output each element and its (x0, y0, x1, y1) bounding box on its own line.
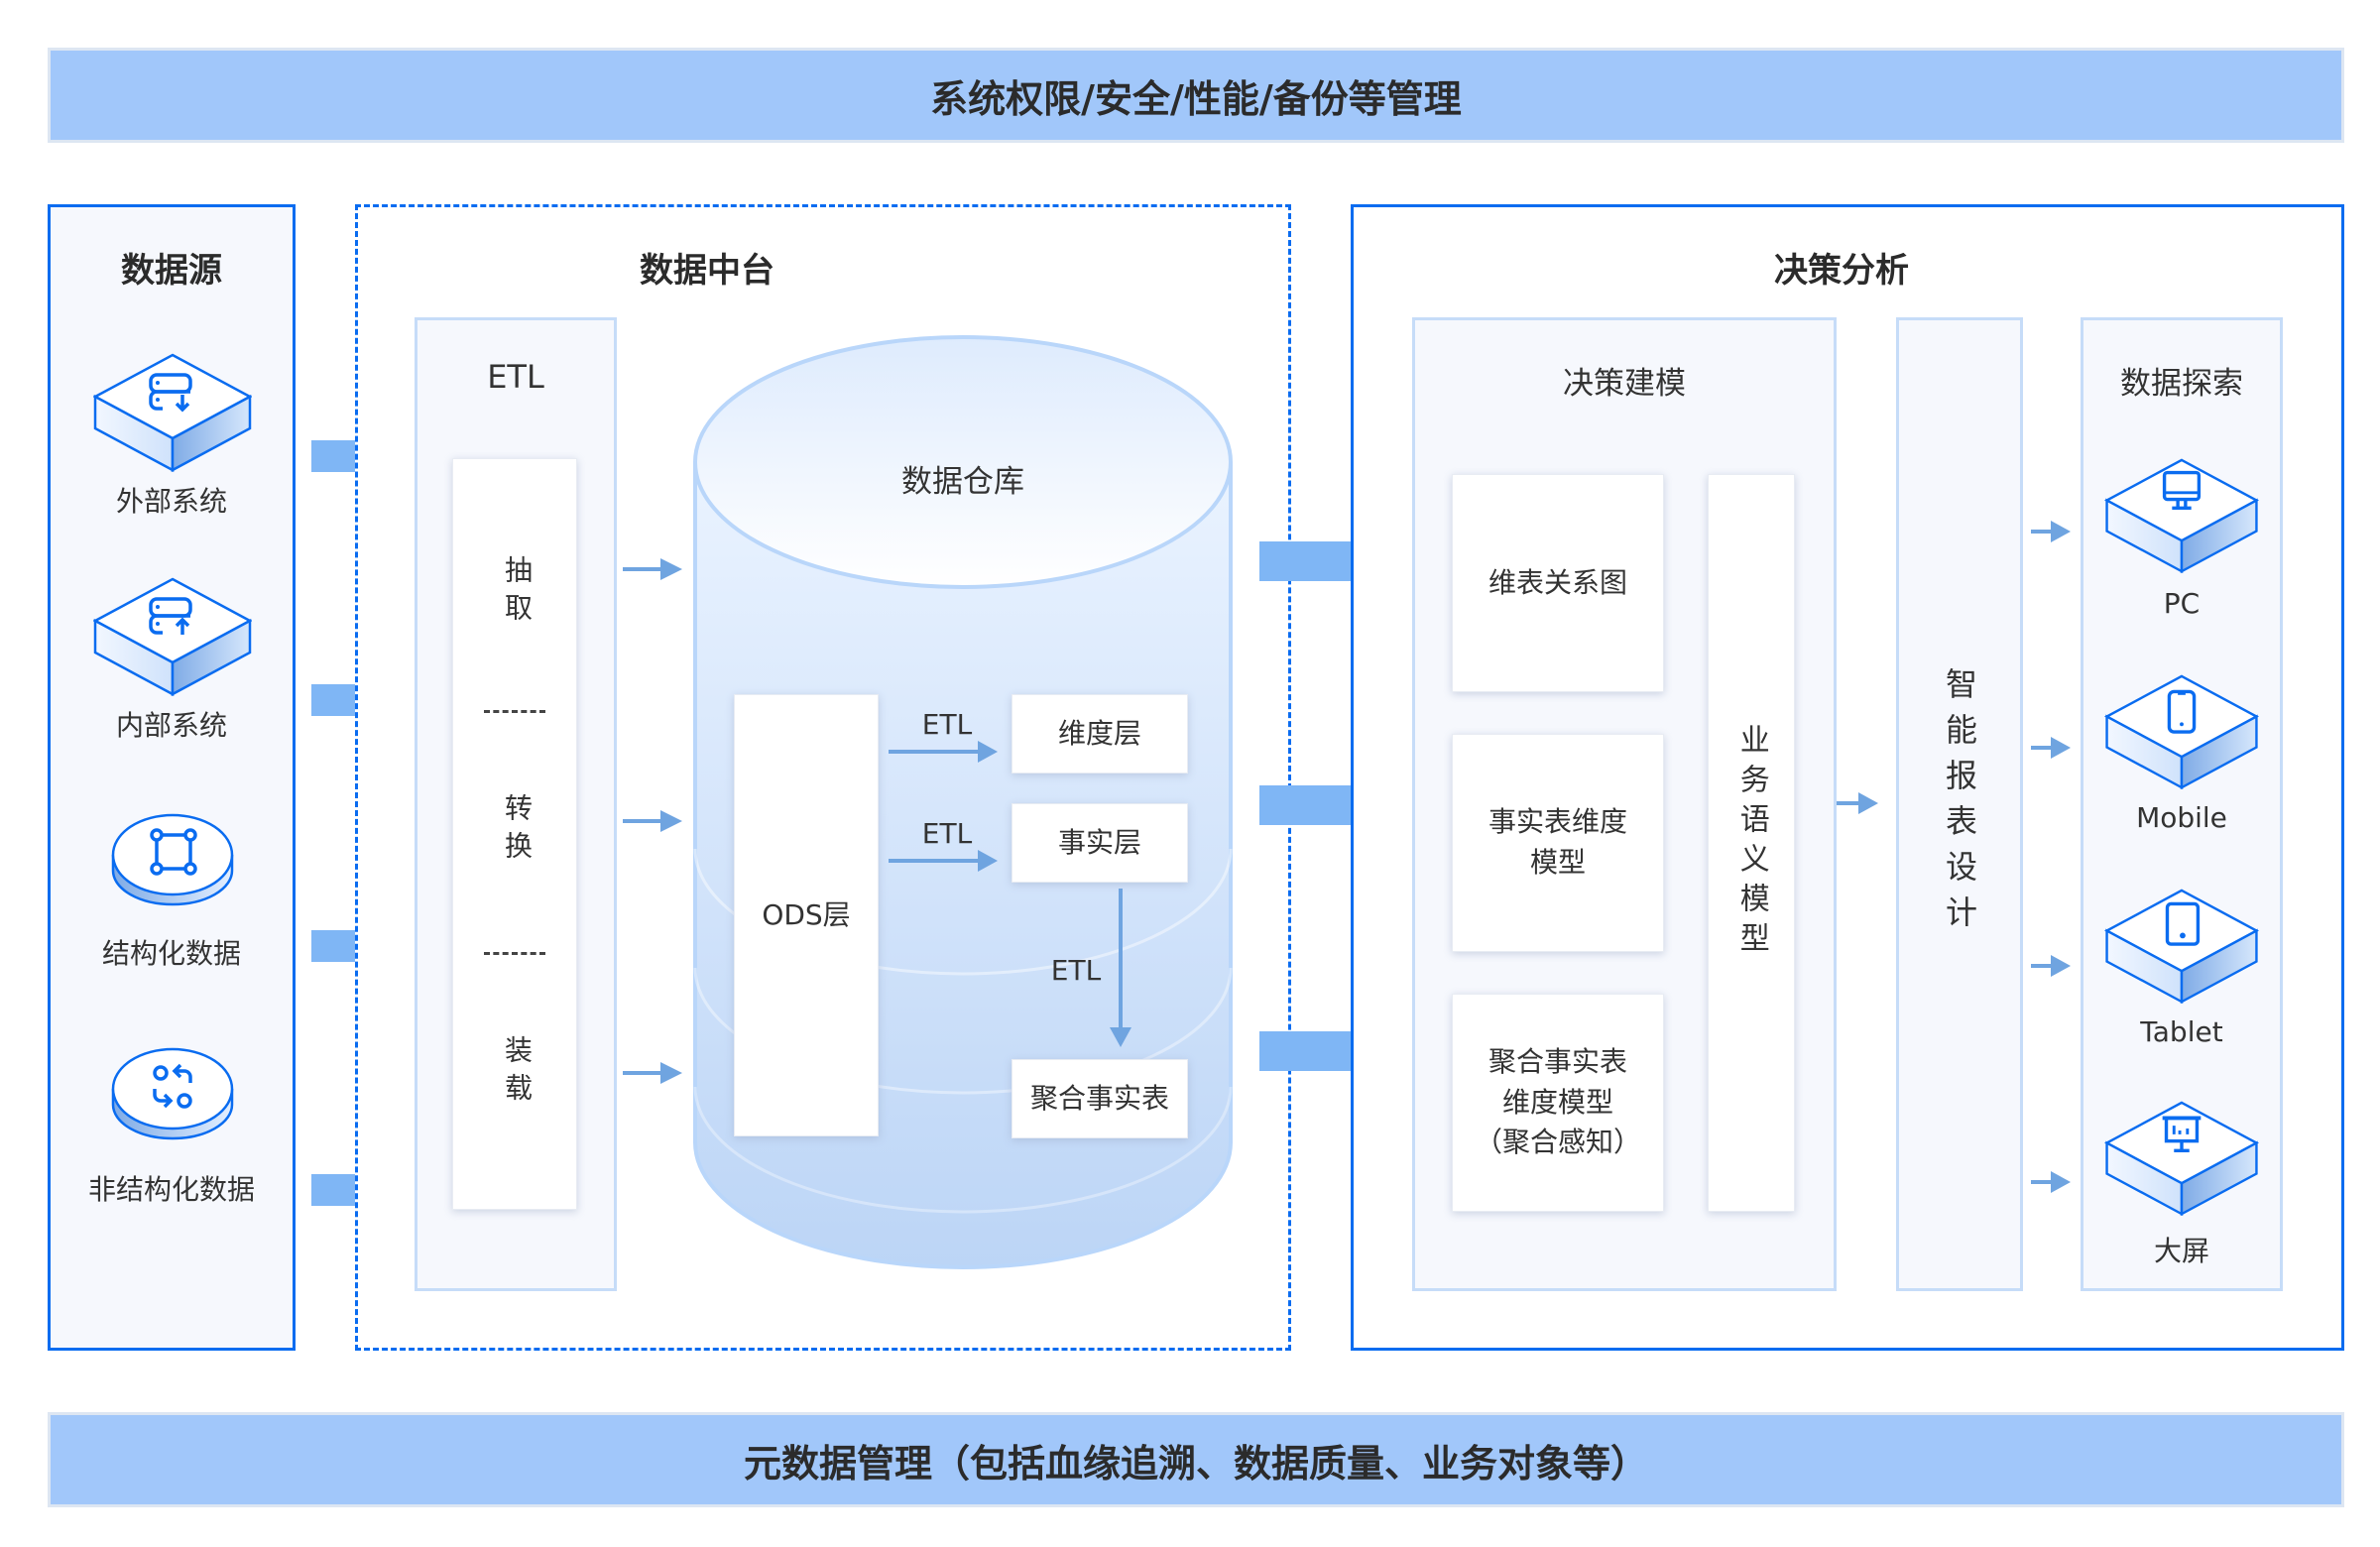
aggregate-fact-card: 聚合事实表 (1012, 1059, 1188, 1138)
etl-step-extract: 抽取 (501, 555, 534, 631)
explore-label-mobile: Mobile (2136, 801, 2227, 834)
tablet-icon (2104, 889, 2259, 1005)
warehouse-title: 数据仓库 (901, 464, 1024, 500)
etl-title: ETL (487, 358, 544, 396)
data-exploration-title: 数据探索 (2120, 366, 2243, 402)
source-label-external: 外部系统 (115, 485, 227, 518)
etl-step-transform: 转换 (501, 793, 534, 869)
arrow-to-report (1837, 792, 1878, 814)
fact-dimension-model-card: 事实表维度 模型 (1452, 734, 1664, 952)
arrow-ods-to-dimension (889, 741, 998, 763)
dimension-layer-card: 维度层 (1012, 694, 1188, 774)
etl-step-load: 装载 (501, 1035, 534, 1111)
explore-label-pc: PC (2163, 587, 2201, 620)
ods-layer-card: ODS层 (734, 694, 879, 1136)
data-source-title: 数据源 (121, 251, 222, 291)
etl-separator-2 (484, 952, 545, 955)
source-label-unstructured: 非结构化数据 (87, 1173, 255, 1206)
etl-steps-card (452, 458, 577, 1210)
small-arrow-etl-3 (623, 1062, 682, 1084)
explore-label-tablet: Tablet (2140, 1015, 2223, 1048)
dimension-relation-card: 维表关系图 (1452, 474, 1664, 692)
arrow-ods-to-fact (889, 850, 998, 872)
nodes-square-icon (111, 813, 234, 906)
arrow-to-bigscreen (2031, 1171, 2071, 1193)
fact-layer-card: 事实层 (1012, 803, 1188, 883)
arrow-fact-to-aggregate (1110, 889, 1131, 1047)
decision-modeling-title: 决策建模 (1563, 366, 1686, 402)
source-label-internal: 内部系统 (115, 709, 227, 742)
etl-label-2: ETL (921, 817, 973, 850)
database-upload-icon (93, 577, 252, 697)
aggregate-fact-model-card: 聚合事实表 维度模型 （聚合感知） (1452, 994, 1664, 1212)
data-middle-title: 数据中台 (640, 251, 774, 291)
arrow-to-tablet (2031, 955, 2071, 977)
smart-report-panel: 智能报表设计 (1896, 317, 2023, 1291)
small-arrow-etl-2 (623, 810, 682, 832)
business-semantic-card: 业务语义模型 (1708, 474, 1795, 1212)
small-arrow-etl-1 (623, 558, 682, 580)
system-management-banner: 系统权限/安全/性能/备份等管理 (48, 48, 2344, 143)
arrow-to-mobile (2031, 737, 2071, 759)
business-semantic-label: 业务语义模型 (1733, 724, 1769, 962)
database-download-icon (93, 353, 252, 473)
decision-title: 决策分析 (1774, 251, 1909, 291)
mobile-phone-icon (2104, 674, 2259, 790)
etl-separator-1 (484, 710, 545, 713)
monitor-icon (2104, 458, 2259, 574)
exchange-icon (111, 1047, 234, 1140)
etl-label-1: ETL (921, 708, 973, 741)
source-label-structured: 结构化数据 (101, 937, 241, 970)
smart-report-label: 智能报表设计 (1941, 667, 1978, 941)
arrow-to-pc (2031, 521, 2071, 542)
metadata-management-banner: 元数据管理（包括血缘追溯、数据质量、业务对象等） (48, 1412, 2344, 1507)
explore-label-bigscreen: 大屏 (2153, 1235, 2209, 1267)
presentation-screen-icon (2104, 1101, 2259, 1217)
etl-label-3: ETL (1050, 954, 1102, 987)
